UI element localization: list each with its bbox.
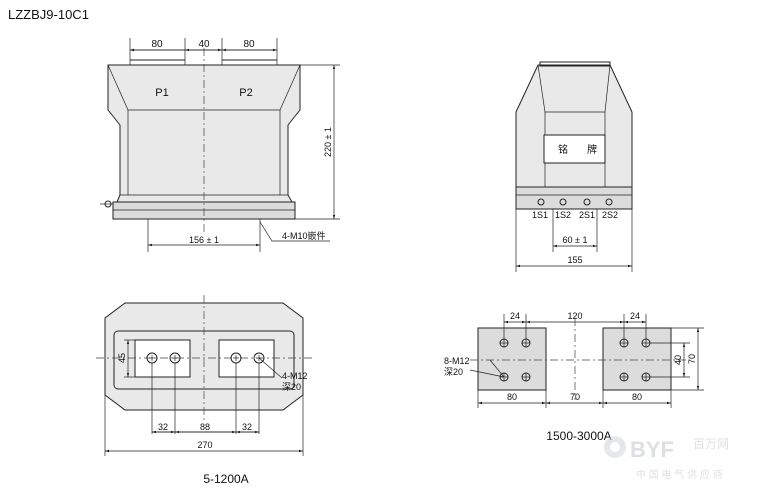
side-view: 铭 牌 1S1 1S2 2S1 2S2 60 ± 1 155	[515, 61, 633, 272]
nameplate	[543, 134, 606, 164]
callout-small-line1: 4-M12	[282, 371, 308, 381]
watermark-cn: 百万网	[693, 437, 729, 451]
dim-base: 156 ± 1	[189, 235, 219, 245]
callout-large-line2: 深20	[444, 367, 463, 377]
terminal-p2-label: P2	[239, 87, 252, 99]
terminal-2s1: 2S1	[579, 210, 595, 220]
watermark-brand: BYF	[630, 437, 674, 462]
dim-top-24b: 24	[630, 311, 640, 321]
dim-45: 45	[117, 353, 127, 363]
terminal-p1-label: P1	[155, 87, 168, 99]
dim-bottom-2: 88	[200, 422, 210, 432]
dim-top-1: 80	[151, 39, 163, 50]
terminal-1s2: 1S2	[555, 210, 571, 220]
dim-height: 220 ± 1	[323, 127, 333, 157]
dim-overall: 270	[197, 440, 212, 450]
terminal-pad-left	[134, 339, 191, 378]
side-body	[515, 64, 633, 188]
nameplate-char-2: 牌	[587, 143, 597, 156]
terminal-pad-right	[218, 339, 275, 378]
caption-small: 5-1200A	[203, 472, 248, 486]
terminal-2s2: 2S2	[602, 210, 618, 220]
drawing-title: LZZBJ9-10C1	[8, 7, 89, 22]
callout-large-line1: 8-M12	[444, 356, 470, 366]
bus-pad-left	[477, 327, 547, 391]
callout-small-line2: 深20	[282, 382, 301, 392]
front-view: 80 40 80 P1 P2 220 ± 1 156 ± 1 4-M10嵌件	[100, 38, 340, 252]
dim-top-3: 80	[243, 39, 255, 50]
plan-small-body	[104, 302, 304, 411]
dim-bottom-80b: 80	[632, 392, 642, 402]
dim-right-40: 40	[673, 355, 683, 365]
watermark: BYF 百万网 中 国 电 气 供 应 商	[604, 436, 729, 481]
dim-bottom-3: 32	[242, 422, 252, 432]
nameplate-char-1: 铭	[558, 143, 568, 156]
dim-bottom-70: 70	[570, 392, 580, 402]
dim-top-2: 40	[198, 39, 210, 50]
watermark-sub: 中 国 电 气 供 应 商	[636, 468, 723, 481]
caption-large: 1500-3000A	[546, 429, 611, 443]
callout-insert: 4-M10嵌件	[282, 230, 326, 241]
terminal-1s1: 1S1	[532, 210, 548, 220]
plan-large-view: 24 120 24 40 70 8-M12 深20 80 70 80 1500-…	[444, 311, 704, 443]
plan-small-view: 45 4-M12 深20 32 88 32 270 5-1200A	[96, 295, 312, 486]
dim-top-120: 120	[567, 311, 582, 321]
dim-bottom-1: 32	[158, 422, 168, 432]
dim-bottom-80a: 80	[507, 392, 517, 402]
dim-inner: 60 ± 1	[563, 235, 588, 245]
terminal-block	[515, 186, 633, 210]
dim-right-70: 70	[687, 354, 697, 364]
dim-outer: 155	[567, 255, 582, 265]
dim-top-24a: 24	[510, 311, 520, 321]
bus-pad-right	[602, 327, 672, 391]
